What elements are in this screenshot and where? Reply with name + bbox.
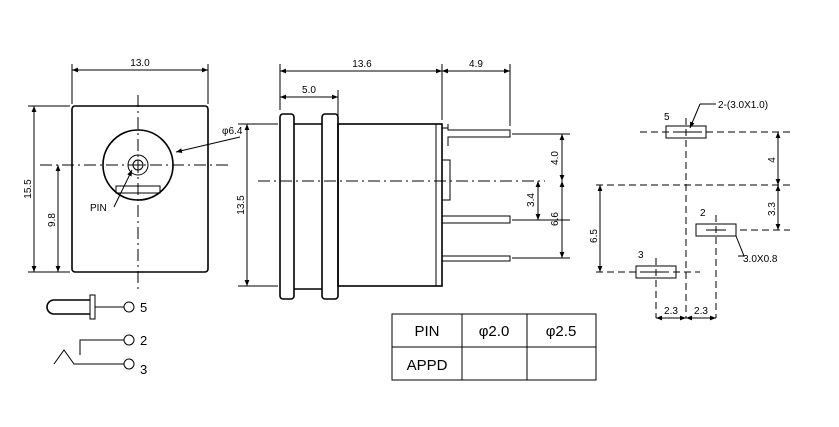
side-view: 13.6 5.0 4.9 13.5 4.0 3.4 6.6 [236, 59, 570, 300]
side-pin-2 [441, 215, 511, 224]
dim-side-pin-extension: 4.9 [469, 59, 483, 70]
schematic-terminal-5: 5 [140, 300, 147, 315]
table-header-phi-2-5: φ2.5 [546, 323, 577, 340]
pcb-pad-3-label: 3 [638, 250, 644, 261]
side-pin-5 [442, 124, 511, 146]
table-header-phi-2-0: φ2.0 [479, 323, 510, 340]
dim-side-pin-spacing-top: 4.0 [550, 151, 561, 165]
dim-front-height: 15.5 [23, 179, 34, 199]
dim-side-pin-spacing-bottom: 6.6 [550, 212, 561, 226]
side-second-flange [321, 113, 339, 300]
pcb-pad-5 [665, 125, 707, 139]
side-front-flange [279, 113, 295, 300]
side-body [337, 123, 443, 287]
jack-switch-icon [53, 349, 124, 365]
pcb-dim-6-5: 6.5 [589, 229, 600, 243]
front-pin-label: PIN [90, 203, 107, 214]
dim-side-flange: 5.0 [302, 85, 316, 96]
dim-side-pin-offset: 3.4 [526, 193, 537, 207]
dim-front-pin-height: 9.8 [47, 213, 58, 227]
jack-sleeve-icon [46, 299, 90, 315]
front-body-outline [71, 105, 209, 273]
front-view: 13.0 15.5 9.8 φ6.4 PIN [23, 58, 243, 290]
pcb-dim-2-3-right: 2.3 [694, 306, 708, 317]
pcb-pad-2-label: 2 [700, 208, 706, 219]
pcb-dim-2-3-left: 2.3 [664, 306, 678, 317]
table-row-appd: APPD [407, 357, 448, 374]
schematic-terminal-3: 3 [140, 362, 147, 377]
side-pin-3 [441, 255, 511, 262]
pcb-bottom-slot-label: 3.0X0.8 [743, 254, 778, 265]
pcb-pad-3 [635, 265, 677, 279]
pcb-top-slot-label: 2-(3.0X1.0) [718, 100, 768, 111]
pin-table: PIN φ2.0 φ2.5 APPD [391, 313, 597, 381]
dim-front-width: 13.0 [130, 58, 150, 69]
dim-side-length: 13.6 [352, 59, 372, 70]
pcb-dim-3-3: 3.3 [767, 202, 778, 216]
pcb-pad-5-label: 5 [664, 112, 670, 123]
schematic-terminal-2: 2 [140, 333, 147, 348]
pcb-pad-2 [695, 223, 737, 237]
pcb-dim-4: 4 [767, 157, 778, 163]
table-header-pin: PIN [414, 323, 439, 340]
dim-side-height: 13.5 [236, 195, 247, 215]
schematic-symbol: 5 2 3 [46, 294, 147, 377]
dim-front-hole-diameter: φ6.4 [222, 126, 243, 137]
pcb-layout: 5 2-(3.0X1.0) 2 3.0X0.8 3 4 3.3 6.5 2.3 … [589, 100, 790, 321]
